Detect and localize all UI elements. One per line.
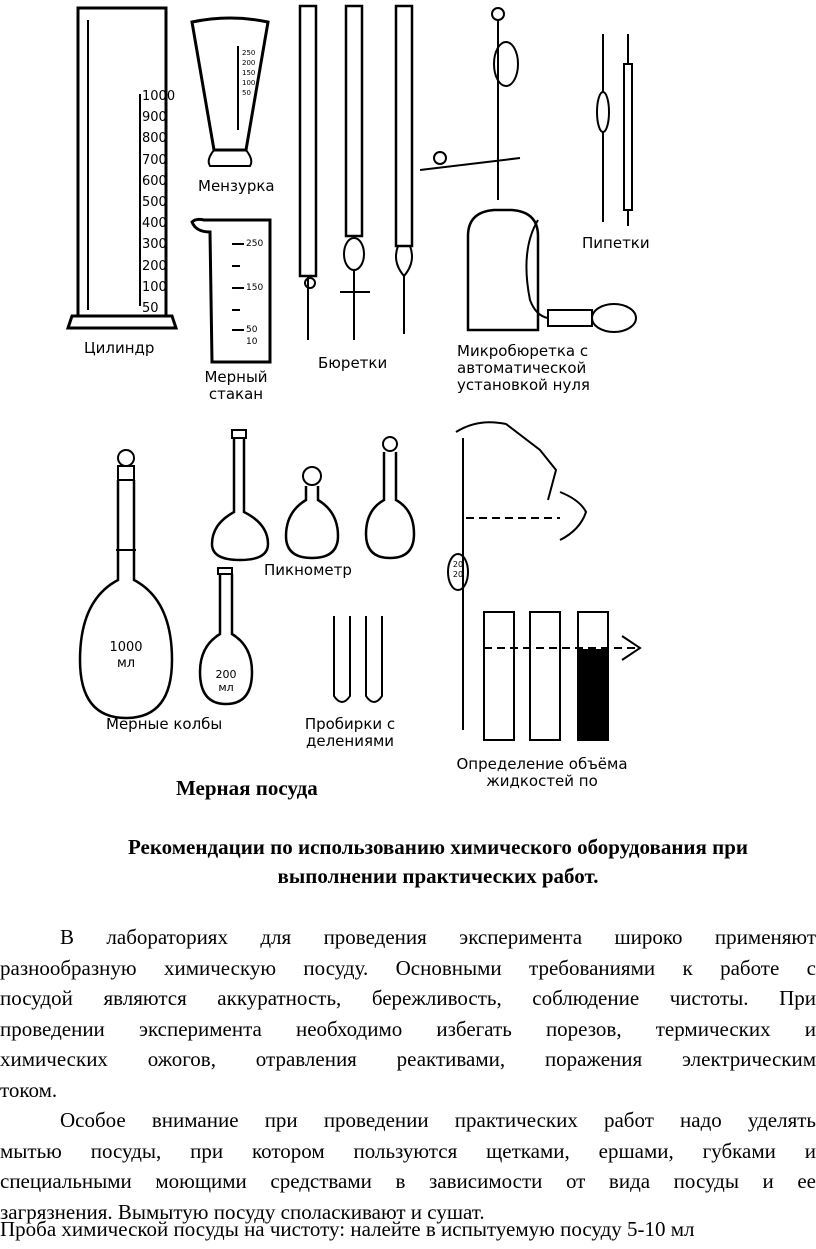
labware-illustration: [65, 4, 642, 741]
flask-unit: мл: [116, 656, 136, 671]
graduated-test-tubes: [333, 616, 383, 703]
microburette: [419, 7, 637, 333]
label-microburette-line3: установкой нуля: [457, 376, 590, 394]
beaker-scale-10: 10: [246, 337, 258, 347]
scale-mark: 50: [142, 301, 159, 317]
label-mensurka: Мензурка: [198, 177, 275, 195]
paragraph-3: Проба химической посуды на чистоту: нале…: [0, 1214, 816, 1245]
label-cylinder: Цилиндр: [84, 339, 155, 357]
pycnometers: [210, 429, 416, 562]
paragraph-line: мытью посуды, при котором пользуются щет…: [0, 1138, 816, 1163]
scale-mark: 900: [142, 110, 167, 126]
label-test-tubes-line2: делениями: [305, 732, 395, 750]
paragraph-line: химических ожогов, отравления реактивами…: [0, 1047, 816, 1071]
scale-mark: 200: [142, 258, 167, 274]
volume-reading: [447, 421, 642, 741]
scale-mark: 700: [142, 152, 167, 168]
beaker-scale-top: 250: [246, 239, 264, 249]
pipettes: [596, 34, 633, 226]
label-pycnometer: Пикнометр: [264, 561, 352, 579]
scale-mark: 100: [242, 79, 256, 87]
paragraph-1: В лабораториях для проведения эксперимен…: [0, 922, 816, 1105]
scale-mark: 100: [142, 279, 167, 295]
flask-small-text: 200 мл: [210, 668, 242, 694]
volumetric-flasks: [78, 449, 254, 720]
scale-mark: 250: [242, 49, 256, 57]
paragraph-line: В лабораториях для проведения эксперимен…: [60, 925, 816, 949]
scale-mark: 300: [142, 237, 167, 253]
label-volume-line1: Определение объёма: [456, 755, 628, 773]
label-volume: Определение объёма жидкостей по: [444, 756, 640, 790]
scale-mark: 400: [142, 216, 167, 232]
label-beaker: Мерный стакан: [196, 369, 276, 403]
scale-mark: 1000: [142, 89, 176, 104]
paragraph-line: разнообразную химическую посуду. Основны…: [0, 955, 816, 980]
label-microburette-line2: автоматической: [457, 359, 587, 377]
scale-mark: 200: [242, 59, 256, 67]
label-pipettes: Пипетки: [582, 234, 650, 252]
scale-mark: 500: [142, 195, 167, 211]
label-burettes: Бюретки: [318, 354, 388, 372]
scale-mark: 50: [242, 89, 251, 97]
label-beaker-line2: стакан: [208, 385, 264, 403]
cylinder-scale: 1000 900 800 700 600 500 400 300 200 100…: [142, 86, 175, 319]
measuring-beaker: [190, 217, 272, 364]
burettes: [298, 4, 414, 340]
paragraph-2: Особое внимание при проведении практичес…: [0, 1105, 816, 1227]
pipette-mark-line: 20: [452, 560, 464, 569]
pipette-mark: 20 20: [450, 560, 466, 580]
label-test-tubes: Пробирки с делениями: [300, 716, 400, 750]
beaker-scale-150: 150: [246, 283, 264, 293]
paragraph-line: загрязнения. Вымытую посуду споласкивают…: [0, 1199, 485, 1224]
flask-volume: 1000: [109, 640, 143, 655]
scale-mark: 150: [242, 69, 256, 77]
label-microburette-line1: Микробюретка с: [457, 342, 589, 360]
label-volume-line2: жидкостей по: [486, 772, 598, 790]
paragraph-line: током.: [0, 1077, 58, 1102]
paragraph-line: Особое внимание при проведении практичес…: [60, 1108, 816, 1132]
paragraph-line: специальными моющими средствами в зависи…: [0, 1169, 816, 1193]
pipette-mark-line: 20: [452, 570, 464, 579]
mensurka-scale: 250 200 150 100 50: [242, 48, 255, 98]
flask-large-text: 1000 мл: [106, 640, 146, 672]
heading-line1: Рекомендации по использованию химическог…: [127, 835, 749, 859]
scale-mark: 600: [142, 173, 167, 189]
beaker-scale-50: 50: [246, 325, 258, 335]
heading-line2: выполнении практических работ.: [277, 864, 599, 888]
flask-volume: 200: [215, 668, 237, 681]
label-microburette: Микробюретка с автоматической установкой…: [457, 343, 590, 394]
label-test-tubes-line1: Пробирки с: [304, 715, 396, 733]
section-heading: Рекомендации по использованию химическог…: [60, 833, 816, 891]
paragraph-line: Проба химической посуды на чистоту: нале…: [0, 1217, 695, 1241]
label-flasks: Мерные колбы: [106, 715, 223, 733]
figure-caption: Мерная посуда: [176, 776, 318, 800]
paragraph-line: посудой являются аккуратность, бережливо…: [0, 986, 816, 1010]
flask-unit: мл: [218, 681, 234, 694]
label-beaker-line1: Мерный: [204, 368, 268, 386]
mensurka: [190, 16, 270, 167]
paragraph-line: проведении эксперимента необходимо избег…: [0, 1016, 816, 1041]
labware-figure: Цилиндр Мензурка Мерный стакан Бюретки М…: [65, 4, 650, 790]
measuring-cylinder: [65, 6, 179, 330]
scale-mark: 800: [142, 131, 167, 147]
